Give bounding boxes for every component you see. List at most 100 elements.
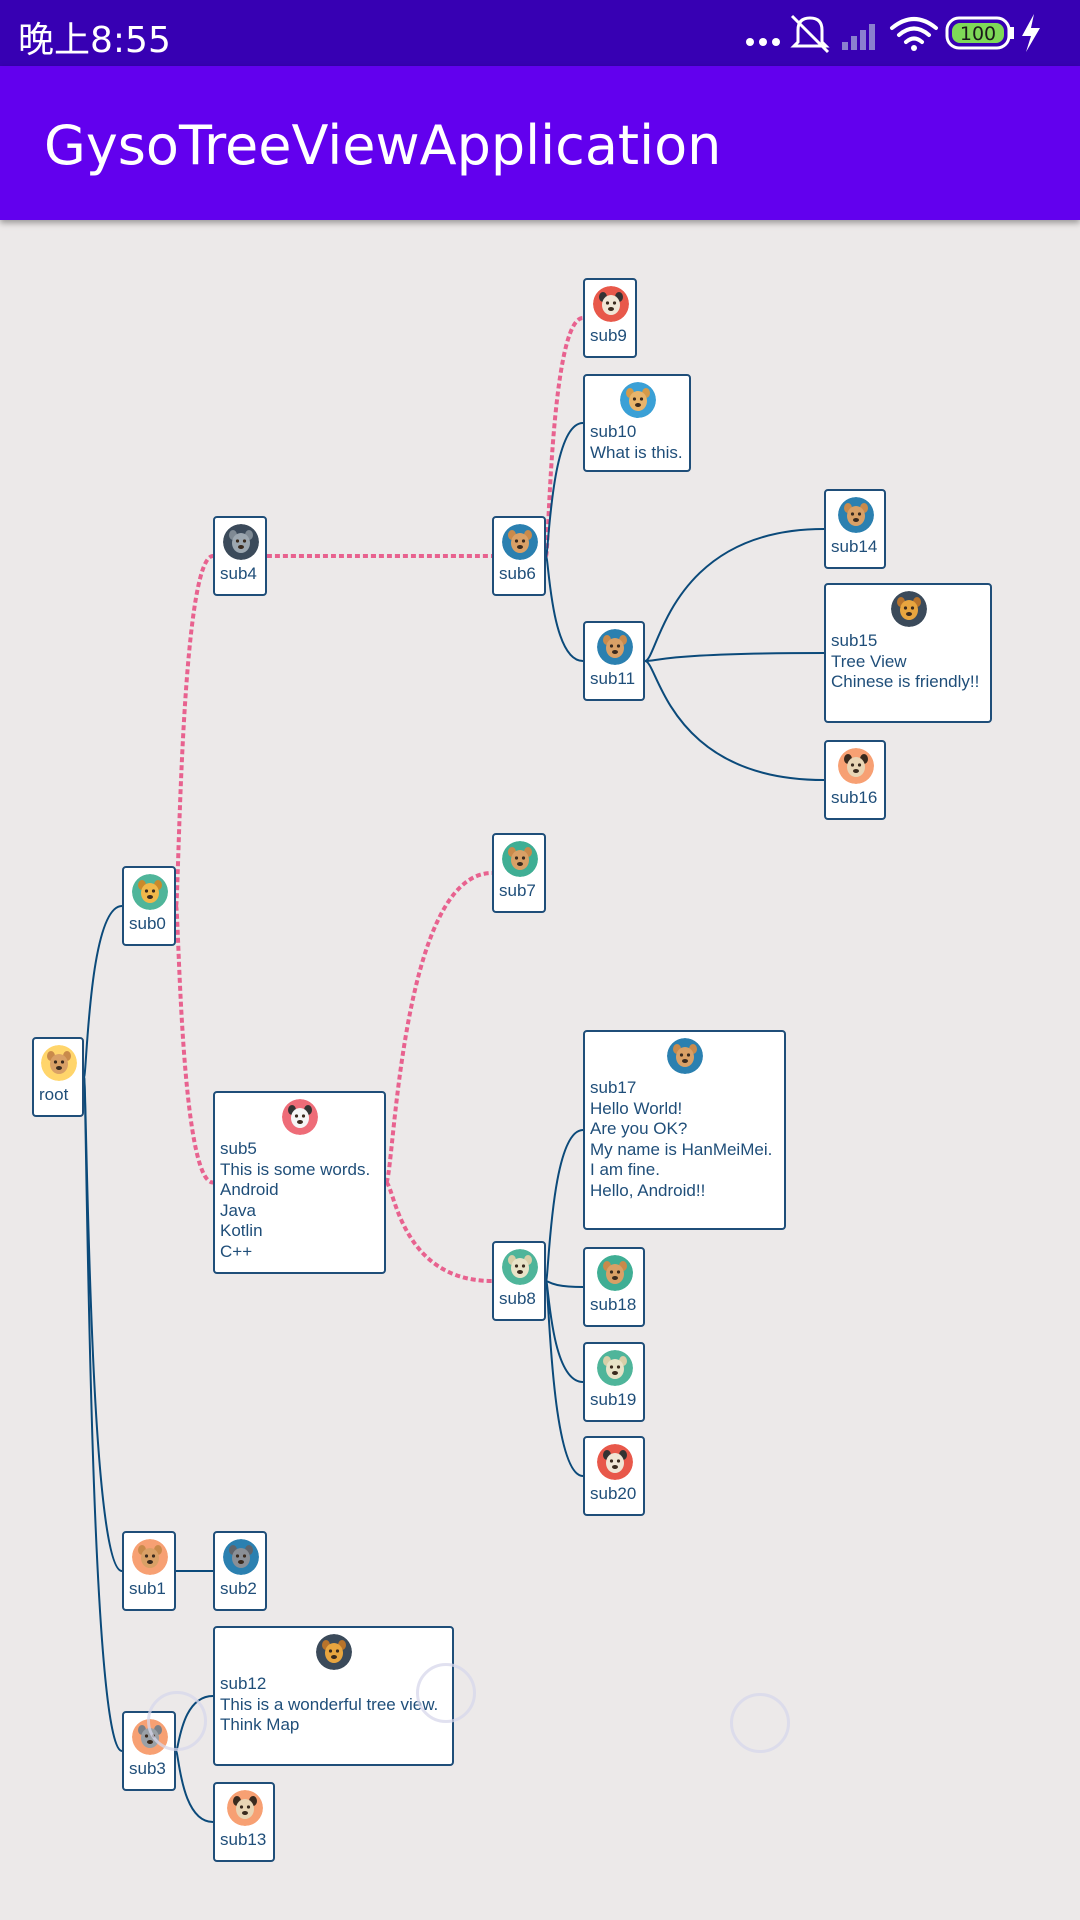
node-title: sub11: [590, 669, 636, 688]
tree-node-sub7[interactable]: sub7: [492, 833, 546, 913]
node-title: sub13: [220, 1830, 267, 1849]
node-title: sub16: [831, 788, 878, 807]
node-text-line: Chinese is friendly!!: [831, 672, 980, 691]
bull-avatar-icon: [501, 524, 538, 560]
charging-icon: [1022, 14, 1040, 52]
node-title: sub3: [129, 1759, 166, 1778]
node-title: sub0: [129, 914, 166, 933]
tree-node-sub0[interactable]: sub0: [122, 866, 176, 946]
tree-node-sub13[interactable]: sub13: [213, 1782, 275, 1862]
node-text-line: Android: [220, 1180, 279, 1199]
deer-avatar-icon: [596, 1255, 633, 1291]
node-title: sub5: [220, 1139, 257, 1158]
edge-sub8-sub17: [545, 1129, 584, 1282]
node-text-line: This is some words.: [220, 1159, 371, 1179]
node-title: sub12: [220, 1674, 267, 1693]
pug-avatar-icon: [837, 748, 874, 784]
edge-root-sub0: [83, 905, 123, 1078]
tree-node-sub16[interactable]: sub16: [824, 740, 886, 820]
sheep-avatar-icon: [596, 1350, 633, 1386]
tree-node-sub20[interactable]: sub20: [583, 1436, 645, 1516]
edge-sub0-sub5: [174, 904, 214, 1185]
node-text-line: Hello, Android!!: [590, 1180, 706, 1200]
lion-avatar-icon: [890, 591, 927, 627]
edge-sub11-sub14: [644, 528, 825, 662]
battery-level: 100: [960, 23, 996, 45]
cat-avatar-icon: [619, 382, 656, 418]
status-time: 晚上8:55: [18, 20, 171, 61]
lion-avatar-icon: [316, 1634, 352, 1670]
more-dots-icon: [746, 38, 780, 46]
touch-indicator: [147, 1691, 207, 1751]
battery-icon: [945, 16, 1014, 50]
elephant-avatar-icon: [222, 524, 259, 560]
edge-sub3-sub13: [175, 1750, 214, 1823]
kangaroo-avatar-icon: [596, 629, 633, 665]
node-text-line: What is this.: [590, 442, 683, 462]
edge-sub8-sub18: [545, 1280, 584, 1288]
node-text-line: My name is HanMeiMei.: [590, 1139, 773, 1159]
mute-bell-icon: [790, 14, 830, 54]
wifi-icon: [890, 17, 938, 51]
node-text-line: Tree View: [831, 651, 907, 671]
signal-icon: [842, 24, 875, 50]
node-title: sub18: [590, 1295, 637, 1314]
edge-sub8-sub20: [545, 1280, 584, 1477]
app-title: GysoTreeViewApplication: [44, 114, 722, 177]
touch-indicator: [416, 1663, 476, 1723]
node-title: sub14: [831, 537, 878, 556]
touch-indicator: [730, 1693, 790, 1753]
tree-node-sub1[interactable]: sub1: [122, 1531, 176, 1611]
tree-node-sub19[interactable]: sub19: [583, 1342, 645, 1422]
edge-sub0-sub4: [174, 554, 214, 908]
bull-avatar-icon: [667, 1038, 703, 1074]
node-text-line: C++: [220, 1241, 253, 1261]
tree-node-sub18[interactable]: sub18: [583, 1247, 645, 1327]
edge-sub6-sub9: [544, 316, 584, 558]
node-title: sub1: [129, 1579, 166, 1598]
tree-node-sub9[interactable]: sub9: [583, 278, 637, 358]
tree-node-sub2[interactable]: sub2: [213, 1531, 267, 1611]
node-title: sub19: [590, 1390, 637, 1409]
node-text-line: Kotlin: [220, 1221, 263, 1240]
node-title: root: [39, 1085, 69, 1104]
status-icons: 100: [746, 14, 1040, 54]
node-title: sub8: [499, 1289, 536, 1308]
panda-avatar-icon: [282, 1099, 318, 1135]
tree-node-sub6[interactable]: sub6: [492, 516, 546, 596]
tree-node-sub11[interactable]: sub11: [583, 621, 645, 701]
tree-node-sub4[interactable]: sub4: [213, 516, 267, 596]
tiger-avatar-icon: [131, 874, 168, 910]
antelope-avatar-icon: [592, 286, 629, 322]
node-title: sub6: [499, 564, 536, 583]
node-text-line: Hello World!: [590, 1098, 683, 1118]
node-text-line: I am fine.: [590, 1160, 660, 1179]
wolf-avatar-icon: [222, 1539, 259, 1575]
kangaroo-avatar-icon: [837, 497, 874, 533]
app-bar: GysoTreeViewApplication: [0, 66, 1080, 220]
antelope-avatar-icon: [596, 1444, 633, 1480]
node-title: sub4: [220, 564, 257, 583]
node-title: sub10: [590, 422, 637, 441]
deer-avatar-icon: [501, 841, 538, 877]
edge-sub11-sub15: [644, 652, 825, 662]
edge-sub6-sub11: [545, 555, 584, 662]
status-bar: 晚上8:55 100: [0, 0, 1080, 66]
tree-node-root[interactable]: root: [32, 1037, 84, 1117]
tree-node-sub8[interactable]: sub8: [492, 1241, 546, 1321]
pug-avatar-icon: [226, 1790, 263, 1826]
node-title: sub17: [590, 1078, 637, 1097]
tree-node-sub14[interactable]: sub14: [824, 489, 886, 569]
edge-sub6-sub10: [545, 422, 584, 557]
edge-sub5-sub8: [384, 1180, 493, 1283]
node-text-line: This is a wonderful tree view.: [220, 1694, 439, 1714]
deer-avatar-icon: [131, 1539, 168, 1575]
node-title: sub9: [590, 326, 627, 345]
dog-avatar-icon: [40, 1045, 77, 1081]
